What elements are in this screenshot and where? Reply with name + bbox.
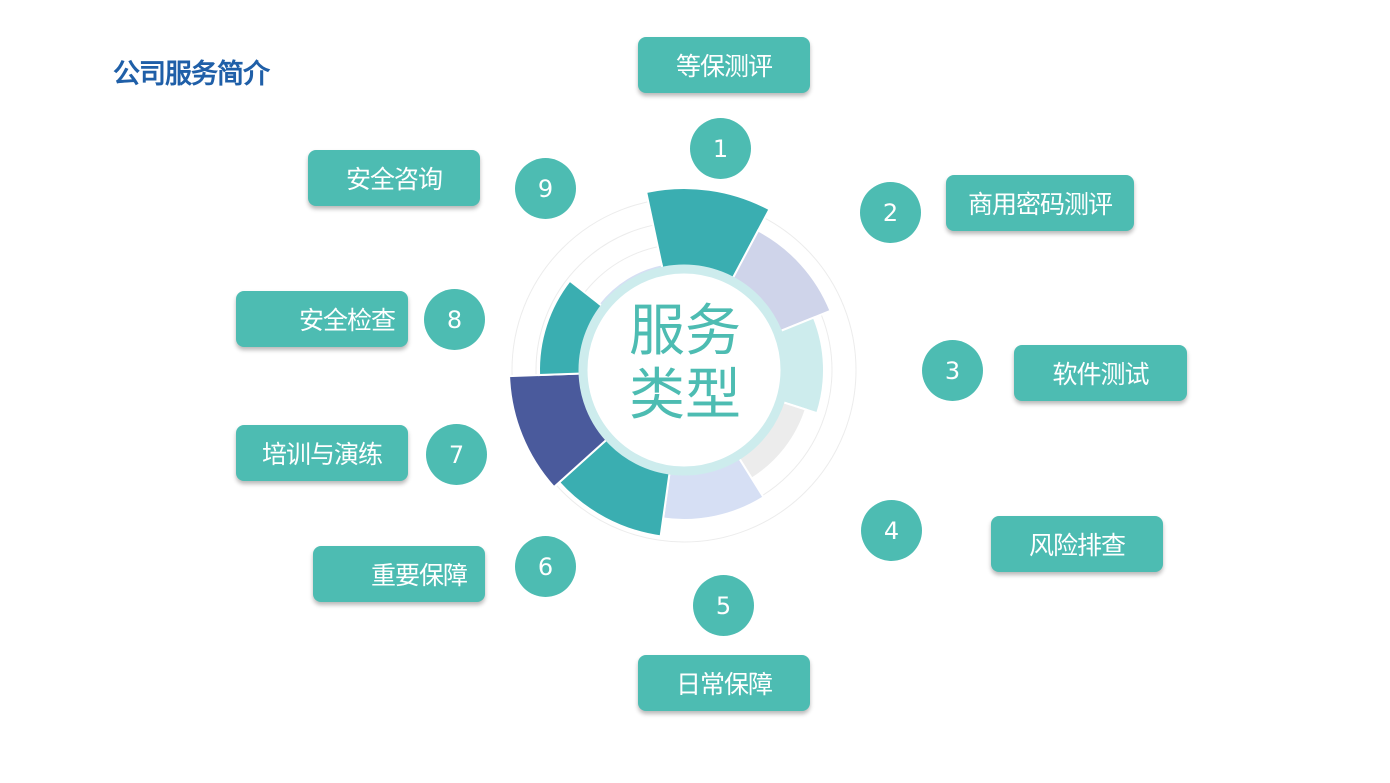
service-label-4: 风险排查 <box>991 516 1163 572</box>
number-badge-5: 5 <box>693 575 754 636</box>
center-label-line2: 类型 <box>629 363 741 428</box>
service-label-9: 安全咨询 <box>308 150 480 206</box>
center-ring <box>578 264 790 476</box>
service-label-3: 软件测试 <box>1014 345 1187 401</box>
wheel-segments <box>508 187 832 538</box>
service-label-1: 等保测评 <box>638 37 810 93</box>
service-label-2: 商用密码测评 <box>946 175 1134 231</box>
number-badge-2: 2 <box>860 182 921 243</box>
service-label-7: 培训与演练 <box>236 425 408 481</box>
number-badge-9: 9 <box>515 158 576 219</box>
number-badge-4: 4 <box>861 500 922 561</box>
number-badge-8: 8 <box>424 289 485 350</box>
number-badge-7: 7 <box>426 424 487 485</box>
service-label-6: 重要保障 <box>313 546 485 602</box>
service-label-8: 安全检查 <box>236 291 408 347</box>
number-badge-6: 6 <box>515 536 576 597</box>
center-label: 服务 类型 <box>600 300 770 428</box>
number-badge-1: 1 <box>690 118 751 179</box>
page-title: 公司服务简介 <box>113 59 270 90</box>
service-label-5: 日常保障 <box>638 655 810 711</box>
number-badge-3: 3 <box>922 340 983 401</box>
center-label-line1: 服务 <box>629 299 741 364</box>
